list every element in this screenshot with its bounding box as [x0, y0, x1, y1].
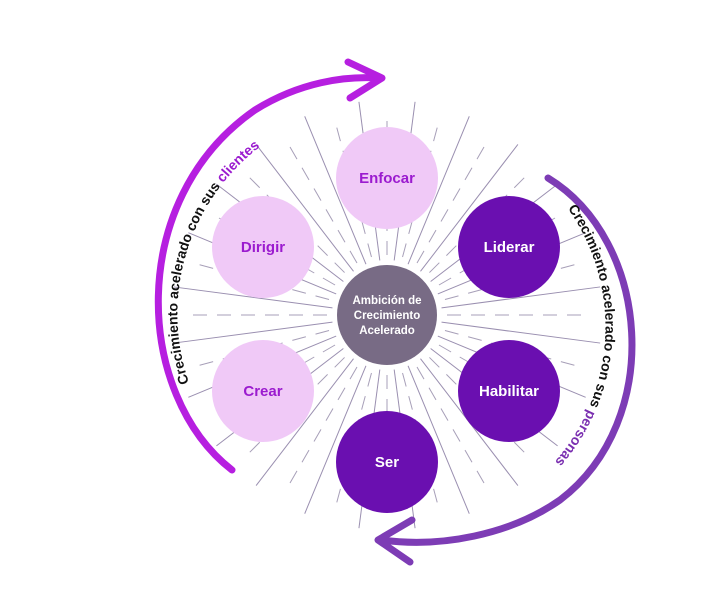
spoke-line [407, 365, 470, 514]
spoke-line [173, 286, 333, 309]
center-label-line-1: Ambición de [352, 295, 421, 307]
node-enfocar: Enfocar [336, 127, 438, 229]
right-cycle-arrow [378, 174, 636, 546]
spoke-line [407, 116, 470, 265]
node-liderar-label: Liderar [484, 239, 535, 256]
spoke-line [304, 365, 367, 514]
node-habilitar-label: Habilitar [479, 383, 539, 400]
node-crear: Crear [212, 340, 314, 442]
left-arrow-head [344, 58, 386, 102]
node-ser-label: Ser [375, 454, 399, 471]
right-arrow-head [374, 516, 416, 566]
right-arc-prefix: Crecimiento acelerado con sus [565, 201, 618, 414]
node-habilitar: Habilitar [458, 340, 560, 442]
spoke-line [441, 321, 601, 344]
spoke-line [441, 286, 601, 309]
spoke-line [173, 321, 333, 344]
center-label-line-2: Crecimiento [354, 310, 420, 322]
left-cycle-arrow [154, 74, 382, 474]
center-label-line-3: Acelerado [359, 325, 415, 337]
spoke-line [255, 358, 354, 486]
node-dirigir-label: Dirigir [241, 239, 285, 256]
center-node: Ambición de Crecimiento Acelerado [337, 265, 437, 365]
right-arc-highlight: personas [552, 408, 600, 470]
node-dirigir: Dirigir [212, 196, 314, 298]
node-liderar: Liderar [458, 196, 560, 298]
spoke-line [420, 144, 519, 272]
spoke-line [255, 144, 354, 272]
node-ser: Ser [336, 411, 438, 513]
node-crear-label: Crear [243, 383, 282, 400]
node-enfocar-label: Enfocar [359, 170, 415, 187]
spoke-line [304, 116, 367, 265]
